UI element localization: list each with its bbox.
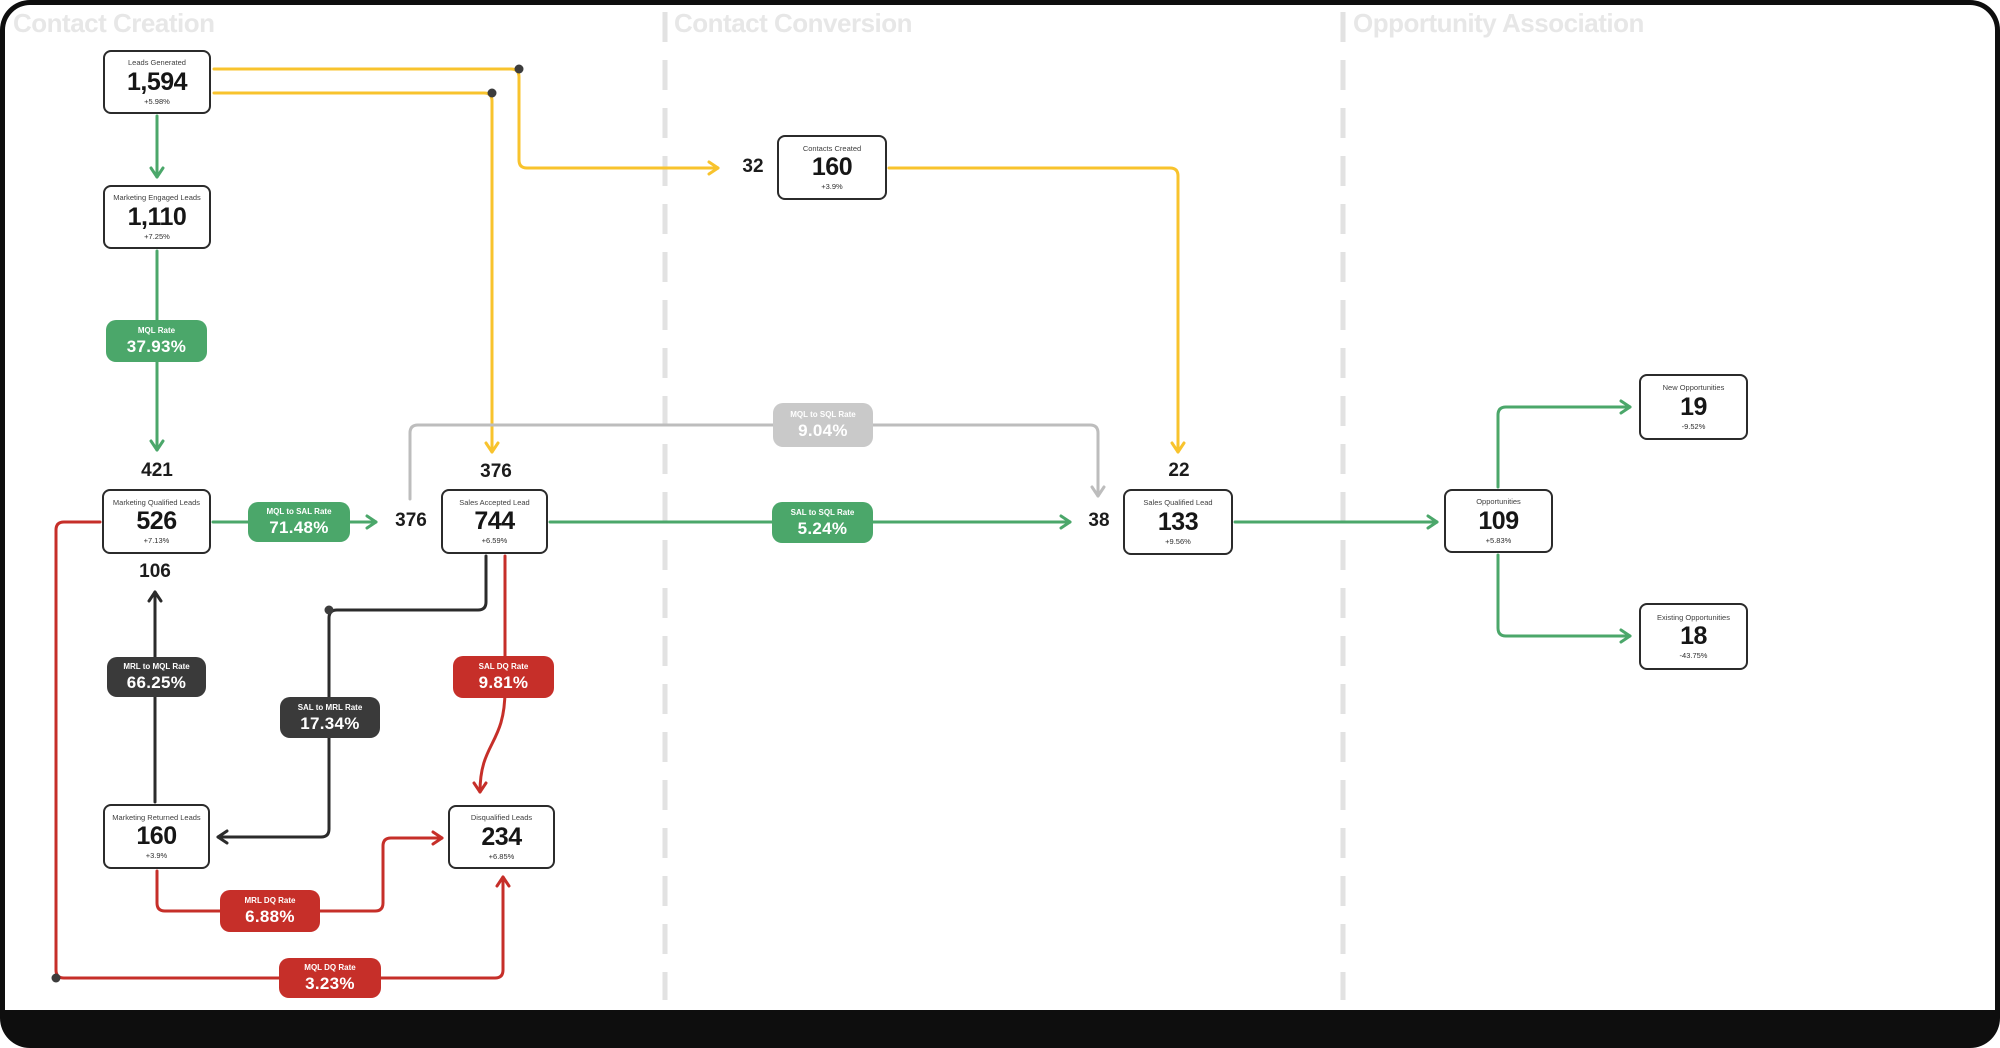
node-value: 66.25% (126, 673, 187, 692)
node-change: +7.25% (144, 231, 170, 241)
node-existing-opportunities[interactable]: Existing Opportunities 18 -43.75% (1639, 603, 1748, 670)
node-value: 6.88% (245, 907, 295, 926)
node-marketing-qualified-leads[interactable]: Marketing Qualified Leads 526 +7.13% (102, 489, 211, 554)
node-label: MQL Rate (137, 326, 176, 335)
node-mql-rate[interactable]: MQL Rate 37.93% (106, 320, 207, 362)
node-value: 1,594 (126, 67, 188, 96)
edge-waypoint-dot[interactable] (487, 88, 497, 98)
node-label: MQL DQ Rate (304, 963, 356, 972)
edge-contacts-to-sql (887, 166, 1186, 454)
edge-count-into-contacts: 32 (742, 156, 764, 177)
node-change: +5.98% (144, 96, 170, 106)
node-label: Sales Accepted Lead (459, 497, 530, 507)
node-value: 17.34% (300, 713, 360, 733)
node-value: 1,110 (127, 202, 187, 231)
node-value: 18 (1680, 622, 1707, 650)
node-label: SAL to SQL Rate (790, 507, 855, 517)
edge-count-into-sql-left: 38 (1088, 510, 1110, 531)
node-label: New Opportunities (1662, 383, 1725, 392)
node-label: Opportunities (1476, 497, 1521, 506)
node-change: +7.13% (143, 536, 170, 545)
node-contacts-created[interactable]: Contacts Created 160 +3.9% (777, 135, 887, 200)
node-new-opportunities[interactable]: New Opportunities 19 -9.52% (1639, 374, 1748, 440)
edge-mql-to-sql-rate (408, 423, 1106, 501)
node-marketing-returned-leads[interactable]: Marketing Returned Leads 160 +3.9% (103, 804, 210, 869)
node-label: Marketing Qualified Leads (112, 497, 201, 507)
node-leads-generated[interactable]: Leads Generated 1,594 +5.98% (103, 50, 211, 114)
node-sales-accepted-lead[interactable]: Sales Accepted Lead 744 +6.59% (441, 489, 548, 554)
node-mrl-dq-rate[interactable]: MRL DQ Rate 6.88% (220, 890, 320, 932)
node-label: Existing Opportunities (1657, 612, 1730, 622)
edge-leads-to-sal (212, 91, 500, 454)
section-header-contact-creation: Contact Creation (13, 8, 215, 38)
node-sal-to-sql-rate[interactable]: SAL to SQL Rate 5.24% (772, 502, 873, 543)
node-value: 160 (811, 153, 853, 181)
node-label: Marketing Returned Leads (112, 812, 201, 822)
node-marketing-engaged-leads[interactable]: Marketing Engaged Leads 1,110 +7.25% (103, 185, 211, 249)
section-header-opportunity-association: Opportunity Association (1353, 8, 1644, 38)
node-disqualified-leads[interactable]: Disqualified Leads 234 +6.85% (448, 805, 555, 869)
node-mql-to-sql-rate[interactable]: MQL to SQL Rate 9.04% (773, 403, 873, 447)
edge-waypoint-dot[interactable] (324, 605, 334, 615)
node-value: 3.23% (305, 974, 355, 993)
edge-count-into-sql-top: 22 (1168, 460, 1190, 481)
node-label: Marketing Engaged Leads (113, 193, 201, 202)
node-mrl-to-mql-rate[interactable]: MRL to MQL Rate 66.25% (107, 657, 206, 697)
node-sal-dq-rate[interactable]: SAL DQ Rate 9.81% (453, 656, 554, 698)
edge-count-into-sal-top: 376 (480, 461, 512, 482)
edge-count-mrl-to-mql: 106 (139, 561, 171, 582)
node-value: 160 (136, 822, 177, 850)
node-change: +3.9% (821, 182, 843, 191)
node-value: 109 (1478, 506, 1519, 535)
node-value: 234 (481, 822, 522, 851)
node-label: SAL to MRL Rate (297, 702, 363, 712)
node-change: -43.75% (1679, 651, 1708, 660)
edge-mrl-to-disqualified (155, 830, 444, 913)
node-value: 37.93% (126, 337, 187, 356)
node-label: Sales Qualified Lead (1143, 498, 1213, 507)
node-value: 744 (474, 507, 515, 535)
edge-waypoint-dot[interactable] (514, 64, 524, 74)
edge-opportunities-to-new (1496, 399, 1632, 489)
node-label: MQL to SQL Rate (790, 410, 856, 419)
node-change: -9.52% (1681, 421, 1706, 431)
node-opportunities[interactable]: Opportunities 109 +5.83% (1444, 489, 1553, 553)
node-change: +6.85% (488, 851, 515, 861)
node-value: 9.81% (478, 673, 529, 692)
node-value: 526 (136, 507, 177, 535)
node-value: 71.48% (269, 518, 329, 537)
node-change: +5.83% (1485, 535, 1512, 545)
node-change: +3.9% (145, 851, 168, 860)
edge-count-into-sal-left: 376 (395, 510, 427, 531)
node-value: 133 (1157, 507, 1199, 536)
node-label: MRL DQ Rate (244, 896, 296, 905)
node-change: +6.59% (481, 536, 508, 545)
edge-waypoint-dot[interactable] (51, 973, 61, 983)
node-value: 19 (1680, 392, 1707, 421)
edge-leads-to-contacts (212, 67, 720, 176)
node-value: 9.04% (798, 421, 848, 440)
edge-opportunities-to-existing (1496, 553, 1632, 644)
section-header-contact-conversion: Contact Conversion (674, 8, 913, 38)
node-label: MQL to SAL Rate (266, 507, 332, 516)
node-label: SAL DQ Rate (478, 662, 529, 671)
node-label: Disqualified Leads (470, 813, 533, 822)
node-label: Leads Generated (128, 58, 186, 67)
node-sales-qualified-lead[interactable]: Sales Qualified Lead 133 +9.56% (1123, 489, 1233, 555)
node-label: MRL to MQL Rate (123, 662, 190, 671)
node-sal-to-mrl-rate[interactable]: SAL to MRL Rate 17.34% (280, 697, 380, 738)
node-mql-to-sal-rate[interactable]: MQL to SAL Rate 71.48% (248, 502, 350, 542)
node-mql-dq-rate[interactable]: MQL DQ Rate 3.23% (279, 958, 381, 998)
node-label: Contacts Created (802, 143, 862, 153)
node-change: +9.56% (1165, 536, 1191, 546)
edge-count-into-mql: 421 (141, 460, 173, 481)
node-value: 5.24% (797, 518, 848, 538)
